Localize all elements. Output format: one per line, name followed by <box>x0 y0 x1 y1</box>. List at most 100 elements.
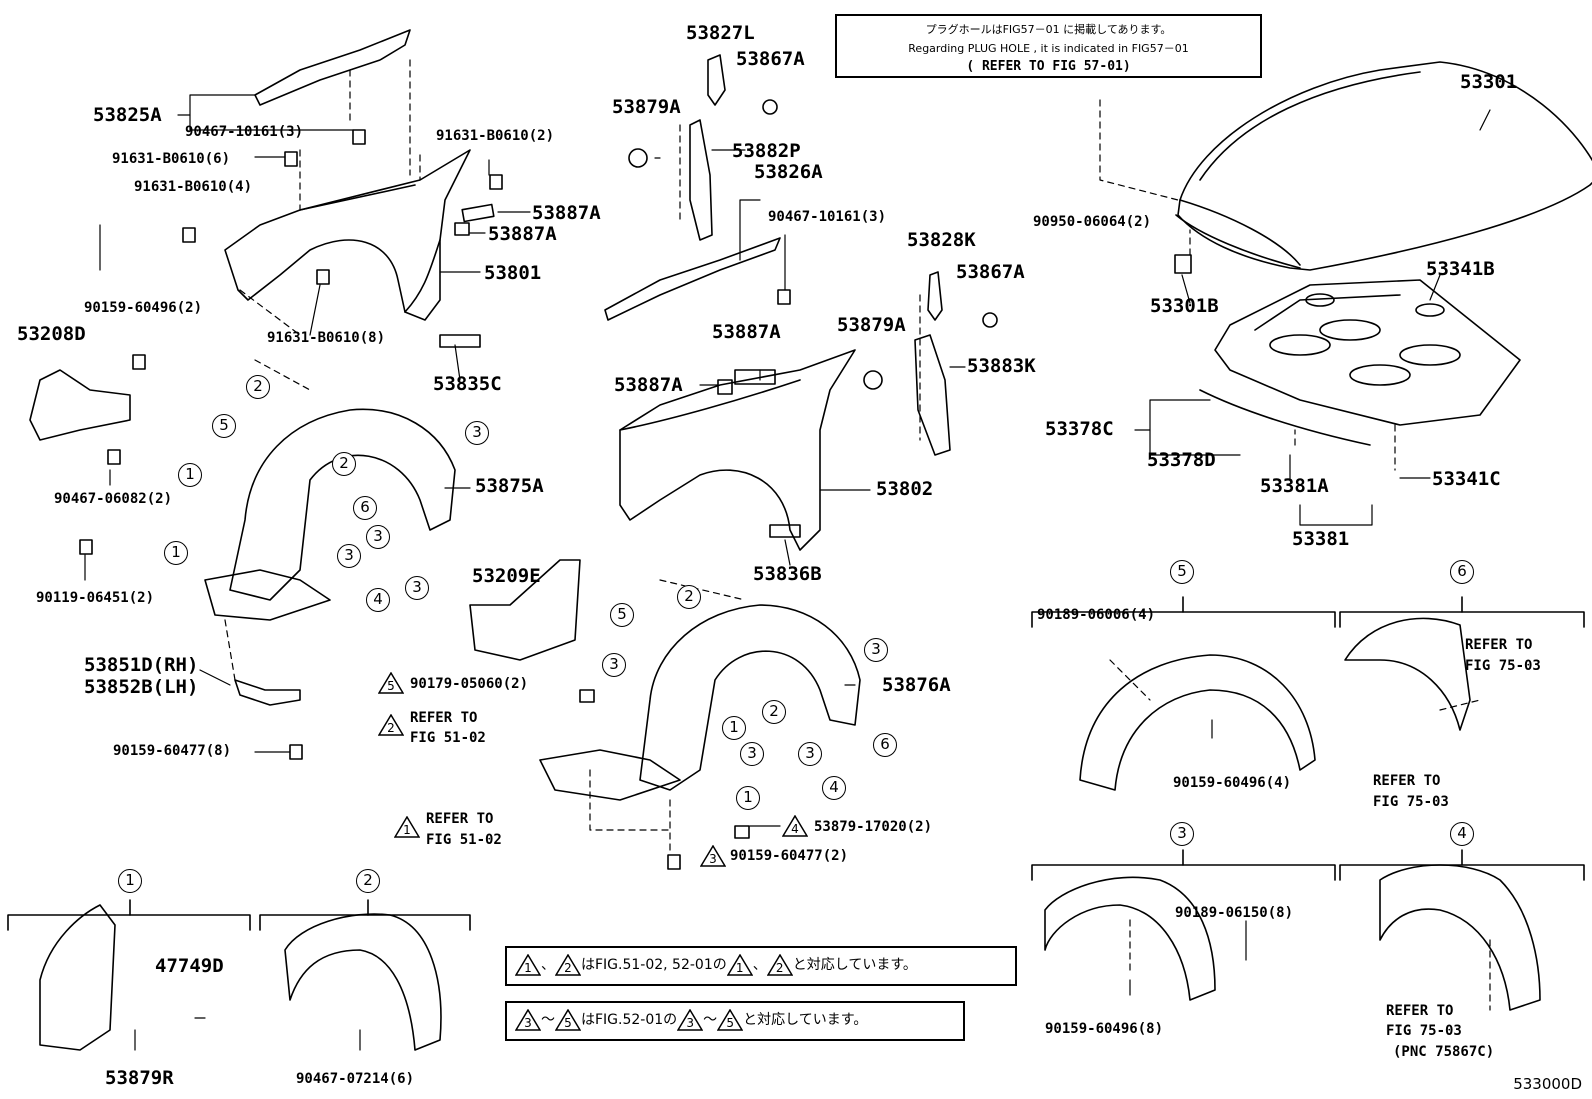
bolt-91631-8 <box>316 269 330 285</box>
clip-90467-b <box>777 289 791 305</box>
part-label[interactable]: 90159-60496(2) <box>84 300 203 316</box>
part-label[interactable]: 53301 <box>1460 71 1518 93</box>
part-label[interactable]: 53341C <box>1432 468 1501 490</box>
refer-label[interactable]: FIG 75-03 <box>1373 794 1449 810</box>
part-label[interactable]: 53301B <box>1150 295 1219 317</box>
clip-90467-06082 <box>107 449 121 465</box>
bracket-53827L <box>707 54 726 106</box>
part-label[interactable]: 91631-B0610(6) <box>112 151 231 167</box>
part-label[interactable]: 90119-06451(2) <box>36 590 155 606</box>
part-label[interactable]: 53887A <box>614 374 683 396</box>
fender-seal-mid <box>604 237 781 321</box>
part-label[interactable]: 90467-07214(6) <box>296 1071 415 1087</box>
callout-circle-2: 2 <box>677 585 701 609</box>
note-line-en: Regarding PLUG HOLE , it is indicated in… <box>908 42 1189 55</box>
part-label[interactable]: 53867A <box>736 48 805 70</box>
refer-label[interactable]: REFER TO <box>1465 637 1533 653</box>
part-label[interactable]: 90467-06082(2) <box>54 491 173 507</box>
refer-label[interactable]: REFER TO <box>1386 1003 1454 1019</box>
triangle-callout-5: 5 <box>378 672 404 694</box>
part-label[interactable]: 53875A <box>475 475 544 497</box>
part-label[interactable]: 90189-06150(8) <box>1175 905 1294 921</box>
part-label[interactable]: 53828K <box>907 229 976 251</box>
part-label[interactable]: 53882P <box>732 140 801 162</box>
part-label[interactable]: 91631-B0610(2) <box>436 128 555 144</box>
spacer-53887A-d <box>717 379 733 395</box>
triangle-icon-5: 5 <box>717 1009 744 1031</box>
note-line-refer: ( REFER TO FIG 57-01) <box>966 59 1131 74</box>
refer-label[interactable]: FIG 75-03 <box>1386 1023 1462 1039</box>
refer-label[interactable]: FIG 51-02 <box>410 730 486 746</box>
triangle-callout-1: 1 <box>394 816 420 838</box>
part-label[interactable]: 53887A <box>712 321 781 343</box>
part-label[interactable]: 53887A <box>488 223 557 245</box>
part-label[interactable]: 53378D <box>1147 449 1216 471</box>
refer-label[interactable]: FIG 75-03 <box>1465 658 1541 674</box>
part-label[interactable]: 53879A <box>612 96 681 118</box>
refer-label[interactable]: (PNC 75867C) <box>1393 1044 1495 1060</box>
part-label[interactable]: 53887A <box>532 202 601 224</box>
correspondence-text: はFIG.51-02, 52-01の <box>581 957 727 973</box>
part-label[interactable]: 90467-10161(3) <box>768 209 887 225</box>
part-label[interactable]: 53825A <box>93 104 162 126</box>
part-label[interactable]: 90159-60477(2) <box>730 848 849 864</box>
part-label[interactable]: 53381 <box>1292 528 1350 550</box>
part-label[interactable]: 90159-60496(8) <box>1045 1021 1164 1037</box>
callout-circle-2: 2 <box>332 452 356 476</box>
refer-label[interactable]: REFER TO <box>426 811 494 827</box>
correspondence-text: と対応しています。 <box>743 1012 868 1028</box>
part-label[interactable]: 53876A <box>882 674 951 696</box>
refer-label[interactable]: REFER TO <box>1373 773 1441 789</box>
part-label[interactable]: 53378C <box>1045 418 1114 440</box>
part-label[interactable]: 53208D <box>17 323 86 345</box>
part-label[interactable]: 53883K <box>967 355 1036 377</box>
part-label[interactable]: 90189-06006(4) <box>1037 607 1156 623</box>
part-label[interactable]: 53879R <box>105 1067 174 1089</box>
part-label[interactable]: 53836B <box>753 563 822 585</box>
part-label[interactable]: 47749D <box>155 955 224 977</box>
part-label[interactable]: 53802 <box>876 478 934 500</box>
part-label[interactable]: 53341B <box>1426 258 1495 280</box>
callout-circle-3: 3 <box>405 576 429 600</box>
front-fender-upper <box>224 149 471 321</box>
part-label[interactable]: 90179-05060(2) <box>410 676 529 692</box>
triangle-icon-1: 1 <box>515 954 541 976</box>
part-label[interactable]: 53835C <box>433 373 502 395</box>
hood-insulator <box>1214 279 1521 426</box>
bolt-90159-60477-2 <box>667 854 681 870</box>
part-label[interactable]: 90950-06064(2) <box>1033 214 1152 230</box>
callout-circle-4: 4 <box>822 776 846 800</box>
part-label[interactable]: 53381A <box>1260 475 1329 497</box>
part-label[interactable]: 90467-10161(3) <box>185 124 304 140</box>
correspondence-text: はFIG.52-01の <box>581 1012 678 1028</box>
liner-detail-3 <box>1044 876 1216 1001</box>
callout-circle-1: 1 <box>736 786 760 810</box>
part-label[interactable]: 53851D(RH) <box>84 654 199 676</box>
callout-circle-6: 6 <box>353 496 377 520</box>
part-label[interactable]: 53879-17020(2) <box>814 819 933 835</box>
part-label[interactable]: 53879A <box>837 314 906 336</box>
liner-detail-1 <box>39 904 116 1051</box>
part-label[interactable]: 90159-60496(4) <box>1173 775 1292 791</box>
part-label[interactable]: 53801 <box>484 262 542 284</box>
refer-label[interactable]: FIG 51-02 <box>426 832 502 848</box>
part-label[interactable]: 91631-B0610(4) <box>134 179 253 195</box>
part-label[interactable]: 53867A <box>956 261 1025 283</box>
callout-circle-2: 2 <box>246 375 270 399</box>
part-label[interactable]: 53209E <box>472 565 541 587</box>
refer-label[interactable]: REFER TO <box>410 710 478 726</box>
section-circle-6: 6 <box>1450 560 1474 584</box>
callout-circle-3: 3 <box>864 638 888 662</box>
grommet-53879A-a <box>628 148 648 168</box>
part-label[interactable]: 53827L <box>686 22 755 44</box>
callout-circle-3: 3 <box>602 653 626 677</box>
part-label[interactable]: 90159-60477(8) <box>113 743 232 759</box>
triangle-callout-2: 2 <box>378 714 404 736</box>
part-label[interactable]: 53826A <box>754 161 823 183</box>
range-text: ～ <box>703 1012 718 1028</box>
part-label[interactable]: 91631-B0610(8) <box>267 330 386 346</box>
callout-circle-3: 3 <box>337 544 361 568</box>
callout-circle-4: 4 <box>366 588 390 612</box>
part-label[interactable]: 53852B(LH) <box>84 676 199 698</box>
